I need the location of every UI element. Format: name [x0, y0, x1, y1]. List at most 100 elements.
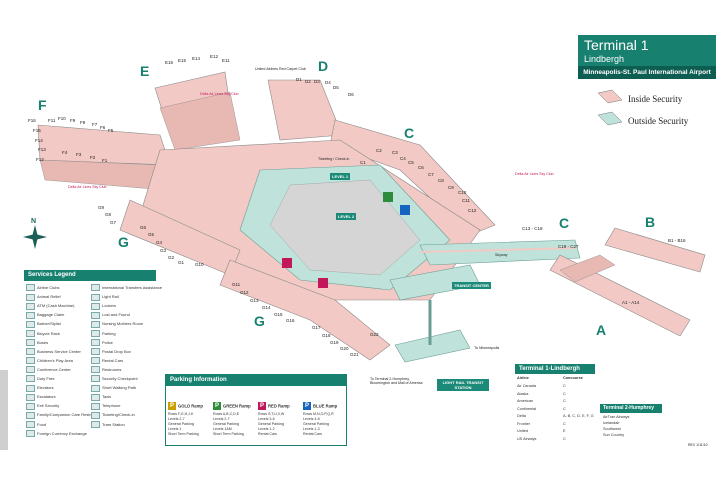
parking-detail: Levels 1-3 [303, 427, 320, 431]
parking-detail: Rows S,T,U,V,W [258, 412, 285, 416]
airline-name: Air Canada [517, 384, 536, 388]
gate-g6: G6 [140, 225, 147, 230]
delta-sky-club-3: Delta Air Lines Sky Club [200, 92, 239, 96]
gate-d5: D5 [333, 85, 339, 90]
service-item: Animal Relief [26, 293, 61, 301]
parking-detail: Rows M,N,O,P,Q,R [303, 412, 334, 416]
north-arrow [23, 225, 47, 249]
service-icon [26, 320, 35, 328]
parking-badges [282, 192, 410, 288]
service-icon [26, 366, 35, 374]
service-icon [26, 375, 35, 383]
gate-c7: C7 [428, 172, 434, 177]
gate-c12: C12 [468, 208, 477, 213]
service-item: Barber/Stylist [26, 320, 61, 328]
gate-e15: E15 [178, 58, 187, 63]
service-icon [26, 393, 35, 401]
gate-e11: E11 [222, 58, 230, 63]
terminal2-title: Terminal 2-Humphrey [600, 404, 662, 413]
service-icon [91, 339, 100, 347]
parking-detail: Levels 1&M [213, 427, 232, 431]
gate-f11: F11 [48, 118, 56, 123]
parking-icon: P [168, 402, 176, 410]
transit-connector [389, 264, 481, 363]
service-item: Telephone [91, 402, 120, 410]
concourse-a [549, 254, 691, 337]
service-item: Police [91, 339, 113, 347]
service-item: Food [26, 420, 46, 428]
service-item: International Transfers Assistance [91, 284, 162, 292]
service-item: Escalators [26, 393, 56, 401]
parking-detail: Levels 3-6 [258, 417, 275, 421]
gate-g14: G14 [262, 305, 271, 310]
gate-f12: F12 [36, 157, 44, 162]
service-item: Lost and Found [91, 311, 130, 319]
terminal2-airline: AirTran Airways [603, 415, 630, 419]
service-item: Business Service Center [26, 348, 81, 356]
gate-f5: F5 [108, 128, 114, 133]
to-minneapolis-label: To Minneapolis [474, 346, 500, 350]
gate-g15: G15 [274, 312, 283, 317]
gate-e14: E14 [192, 56, 201, 61]
gate-c8: C8 [438, 178, 444, 183]
gate-g13: G13 [250, 298, 259, 303]
service-icon [91, 302, 100, 310]
gate-c1: C1 [360, 160, 366, 165]
gate-f14: F14 [35, 138, 43, 143]
skyway-label: Skyway [495, 253, 508, 257]
gate-c5: C5 [408, 160, 414, 165]
revision-label: REV 1/11/10 [688, 443, 708, 447]
service-icon [91, 320, 100, 328]
service-item: Ticketing/Check-in [91, 411, 135, 419]
service-item: Nursing Mothers Room [91, 320, 143, 328]
gate-f13: F13 [38, 147, 46, 152]
service-item: Exit Security [26, 402, 59, 410]
service-item: Duty Free [26, 375, 55, 383]
service-item: Conference Center [26, 366, 71, 374]
service-icon [91, 284, 100, 292]
service-icon [91, 348, 100, 356]
parking-detail: General Parking [258, 422, 284, 426]
parking-detail: Levels 4-8 [303, 417, 320, 421]
gates-c-far-range: C13 - C18 [522, 226, 543, 231]
concourse-letter-g: G [118, 234, 129, 250]
service-icon [91, 357, 100, 365]
gates-b-range: B1 - B16 [668, 238, 686, 243]
service-icon [91, 393, 100, 401]
service-item: Elevators [26, 384, 54, 392]
gate-g3: G3 [160, 248, 167, 253]
legend-inside: Inside Security [628, 94, 683, 104]
gate-c6: C6 [418, 165, 424, 170]
concourse-col-header: Concourse [563, 376, 583, 380]
concourse-g-bottom [219, 259, 391, 361]
gate-c4: C4 [400, 156, 406, 161]
gate-c3: C3 [392, 150, 398, 155]
gate-g8: G8 [105, 212, 112, 217]
gate-d6: D6 [348, 92, 354, 97]
service-icon [26, 411, 35, 419]
service-icon [91, 384, 100, 392]
concourse-letter-f: F [38, 97, 47, 113]
gate-g20: G20 [340, 346, 349, 351]
legend-swatches [597, 89, 623, 126]
service-item: Buses [26, 339, 48, 347]
gate-g2: G2 [168, 255, 175, 260]
services-legend-title: Services Legend [24, 270, 156, 281]
gates-a-range: A1 - A14 [622, 300, 640, 305]
service-icon [91, 311, 100, 319]
concourse-letter-a: A [596, 322, 607, 338]
transit-center-label: TRANSIT CENTER [452, 282, 491, 289]
service-icon [26, 430, 35, 438]
parking-detail: General Parking [303, 422, 329, 426]
terminal-title: Terminal 1 [584, 37, 649, 53]
parking-detail: Rental Cars [303, 432, 322, 436]
airport-name: Minneapolis-St. Paul International Airpo… [578, 66, 716, 79]
gate-c2: C2 [376, 148, 382, 153]
airline-col-header: Airline [517, 376, 529, 380]
airline-concourse: E [563, 429, 566, 433]
side-scroll-handle[interactable] [0, 370, 8, 450]
